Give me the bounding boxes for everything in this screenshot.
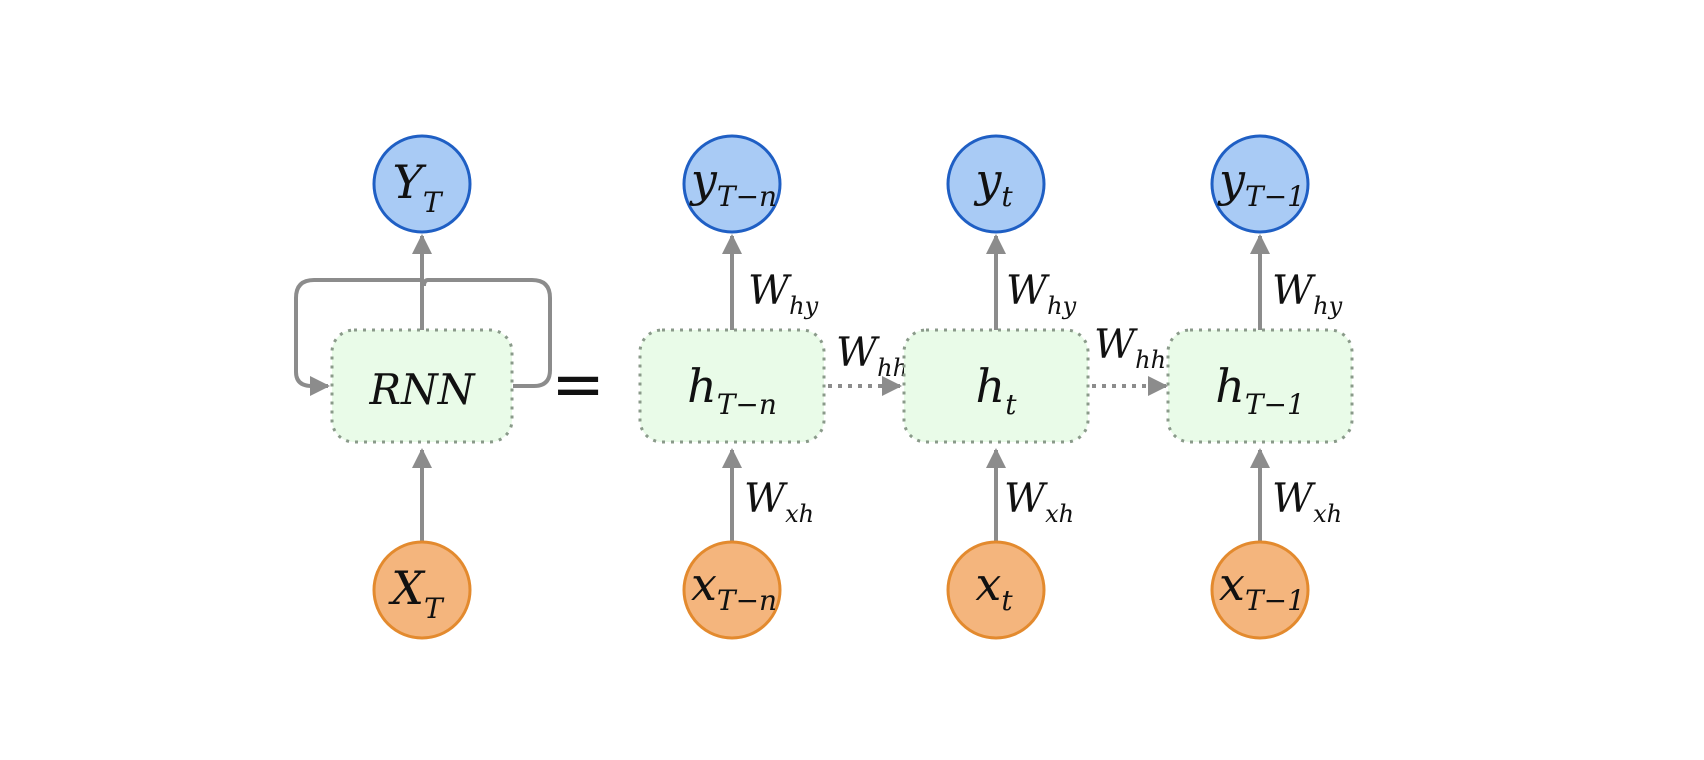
rnn-cell-box <box>330 328 514 444</box>
output-node-label: yT−n <box>689 153 777 213</box>
equals-sign: = <box>551 348 605 422</box>
loop-arrow-left <box>294 278 420 396</box>
time-step-t: ht yt xt Why Wxh <box>902 134 1090 640</box>
weight-hy-label: Why <box>1006 268 1077 320</box>
weight-hh-label-1: Whh <box>836 330 908 382</box>
input-node-label: xT−n <box>691 557 777 617</box>
input-node <box>682 540 782 640</box>
input-node <box>1210 540 1310 640</box>
loop-arrow-right <box>422 278 552 388</box>
time-step-t-minus-n: hT−n yT−n xT−n Why Wxh <box>638 134 826 640</box>
rnn-label: RNN <box>368 365 475 414</box>
time-step-t-minus-1: hT−1 yT−1 xT−1 Why Wxh <box>1166 134 1354 640</box>
hidden-state-box <box>902 328 1090 444</box>
input-node <box>946 540 1046 640</box>
output-node <box>946 134 1046 234</box>
input-node-folded <box>372 540 472 640</box>
hidden-state-box <box>1166 328 1354 444</box>
weight-xh-label: Wxh <box>744 476 814 528</box>
hidden-state-label: hT−1 <box>1215 359 1305 421</box>
output-node <box>1210 134 1310 234</box>
output-node <box>682 134 782 234</box>
weight-xh-label: Wxh <box>1272 476 1342 528</box>
hidden-state-label: hT−n <box>687 359 777 421</box>
input-node-label: xt <box>975 557 1013 617</box>
output-node-label: yt <box>973 153 1013 213</box>
output-node-label: yT−1 <box>1217 153 1305 213</box>
input-node-label: xT−1 <box>1219 557 1305 617</box>
hidden-state-box <box>638 328 826 444</box>
weight-hy-label: Why <box>748 268 819 320</box>
folded-rnn: RNN YT XT <box>294 134 552 640</box>
output-node-folded <box>372 134 472 234</box>
weight-xh-label: Wxh <box>1004 476 1074 528</box>
input-node-folded-label: XT <box>388 561 445 625</box>
weight-hh-label-2: Whh <box>1094 322 1166 374</box>
output-node-folded-label: YT <box>392 155 443 219</box>
hidden-state-label: ht <box>976 359 1018 421</box>
weight-hy-label: Why <box>1272 268 1343 320</box>
